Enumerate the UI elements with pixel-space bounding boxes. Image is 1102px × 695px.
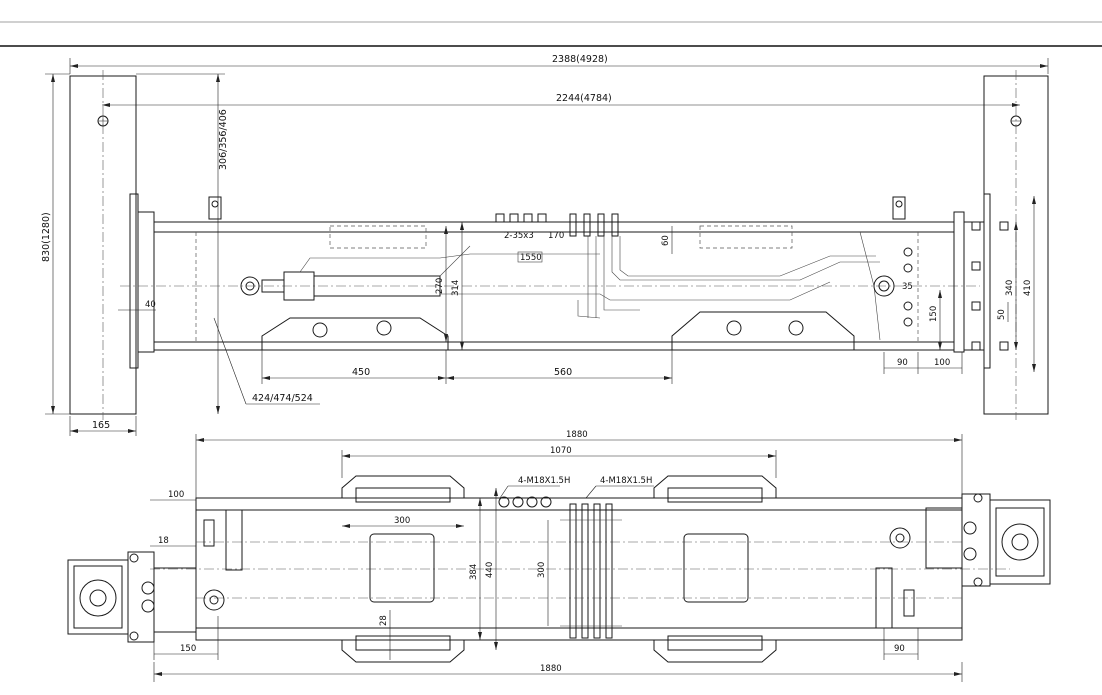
plan-300-v-label: 300	[537, 562, 547, 578]
column-offset-dimension: 306/356/406	[136, 73, 229, 414]
height-60-label: 60	[661, 235, 671, 246]
plan-1070-label: 1070	[550, 446, 572, 456]
plan-bottom-1880-label: 1880	[540, 664, 562, 674]
height-410-label: 410	[1023, 280, 1033, 296]
pitch-a-label: 2-35x3	[504, 231, 534, 241]
pitch-b-label: 170	[548, 231, 564, 241]
plan-top-1880-label: 1880	[566, 430, 588, 440]
inner-span-label: 2244(4784)	[556, 93, 612, 104]
plan-1070-dimension: 1070	[341, 446, 777, 478]
left-height-dimension: 830(1280)	[41, 73, 70, 415]
thread-note-b: 4-M18X1.5H	[600, 476, 652, 486]
plan-view: 1880 1070 4-M18X1.5H 4-M18X1.5H	[67, 430, 1051, 682]
leader-note-label: 424/474/524	[252, 393, 313, 404]
overall-span-dimension: 2388(4928)	[69, 54, 1049, 74]
column-offset-label: 306/356/406	[218, 109, 229, 170]
base-width-dimension: 165	[69, 416, 137, 436]
left-end-plan	[67, 551, 197, 643]
left-saddle-plan	[341, 475, 465, 663]
plan-384-label: 384	[469, 564, 479, 580]
stud-group-plan	[560, 503, 622, 639]
left-column	[69, 70, 155, 420]
right-saddle-plan	[653, 475, 777, 663]
elevation-bottom-dimensions: 450 560 90 100	[261, 350, 963, 384]
inner-span-dimension: 2244(4784)	[102, 93, 1020, 107]
plan-440-label: 440	[485, 562, 495, 578]
title-frame	[0, 21, 1102, 47]
bottom-90-label: 90	[897, 358, 908, 368]
plan-300-h-dimension: 300	[342, 516, 464, 528]
top-nut-cluster-a	[495, 213, 547, 223]
bottom-100-label: 100	[934, 358, 950, 368]
height-340-label: 340	[1005, 280, 1015, 296]
top-nut-cluster-b	[569, 213, 619, 237]
overall-span-label: 2388(4928)	[552, 54, 608, 65]
plan-150-label: 150	[180, 644, 196, 654]
plan-left-dims: 100 18	[150, 490, 196, 547]
height-314-label: 314	[451, 280, 461, 296]
elevation-internal-dimensions: 2-35x3 170 1550 60 270 314 35	[435, 222, 913, 350]
left-height-label: 830(1280)	[41, 212, 52, 262]
plan-90-label: 90	[894, 644, 905, 654]
plan-28-label: 28	[379, 615, 389, 626]
right-vertical-dimensions: 150 50 340 410	[929, 196, 1036, 372]
plan-100-label: 100	[168, 490, 184, 500]
bottom-560-label: 560	[554, 367, 572, 378]
plan-top-1880-dimension: 1880	[195, 430, 963, 500]
bottom-450-label: 450	[352, 367, 370, 378]
plan-18-label: 18	[158, 536, 169, 546]
plan-300-h-label: 300	[394, 516, 410, 526]
height-270-label: 270	[435, 278, 445, 294]
plan-vertical-dims: 384 440 300 28	[379, 488, 549, 660]
thread-notes: 4-M18X1.5H 4-M18X1.5H	[499, 476, 654, 499]
thread-note-a: 4-M18X1.5H	[518, 476, 570, 486]
main-beam	[120, 196, 980, 351]
dim-40: 40	[118, 300, 156, 311]
height-35-label: 35	[902, 282, 913, 292]
right-end-plan	[925, 493, 1051, 587]
elevation-view: 2388(4928) 2244(4784) 830(12	[41, 54, 1049, 436]
base-width-label: 165	[92, 420, 110, 431]
leader-note: 424/474/524	[213, 317, 320, 405]
dim-40-label: 40	[145, 300, 156, 310]
pitch-c-label: 1550	[520, 253, 542, 263]
plan-beam	[150, 475, 1010, 663]
plan-bottom-dims: 150 90 1880	[153, 616, 963, 682]
height-150-label: 150	[929, 306, 939, 322]
height-50-label: 50	[997, 309, 1007, 320]
nut-row-plan	[498, 496, 552, 508]
